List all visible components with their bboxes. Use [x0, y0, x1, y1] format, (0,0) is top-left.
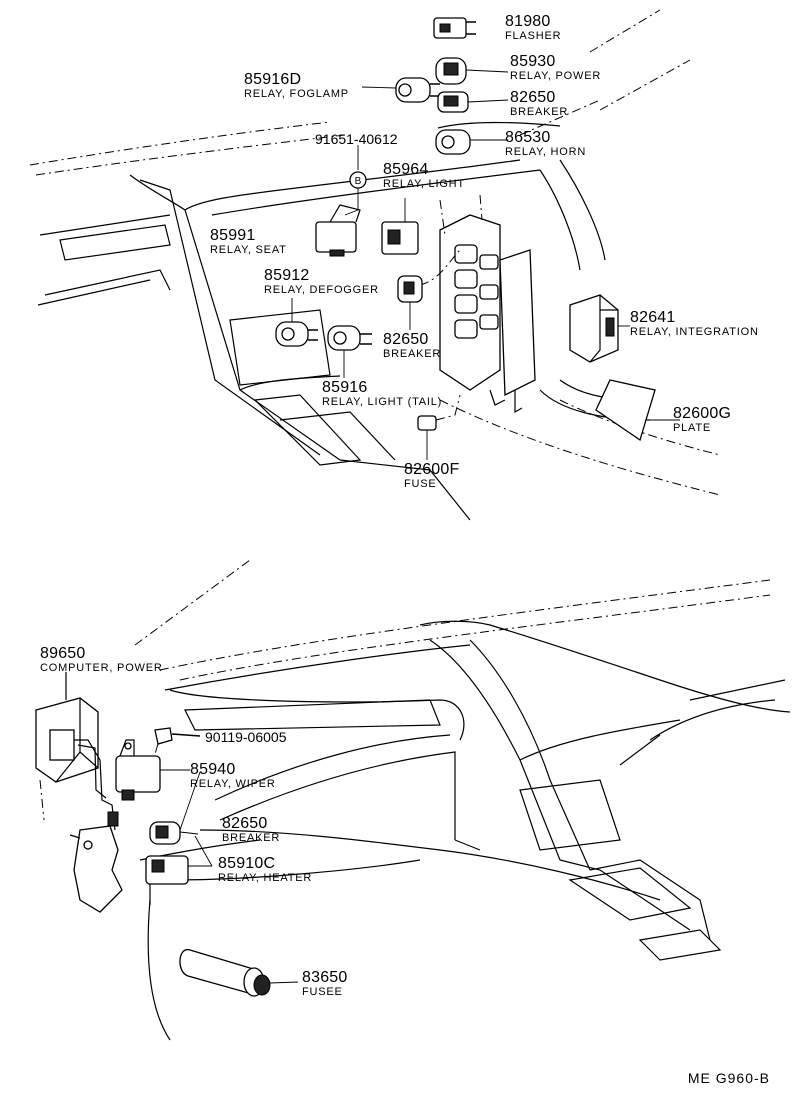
bolt-b-marker: B: [344, 145, 367, 216]
callout-screw: 90119-06005: [205, 729, 287, 745]
marker-b-label: B: [355, 176, 362, 187]
part-name: FUSE: [404, 478, 437, 490]
top-components: B: [275, 17, 680, 460]
relay-power-icon: [435, 57, 509, 85]
breaker-top-icon: [437, 91, 509, 113]
flasher-icon: [433, 17, 476, 39]
part-number: 85916: [322, 379, 368, 396]
part-name: RELAY, LIGHT: [383, 178, 465, 190]
relay-wiper-icon: [115, 739, 190, 801]
part-name: BREAKER: [510, 106, 569, 118]
callout-flasher: 81980 FLASHER: [505, 14, 561, 42]
part-name: FLASHER: [505, 30, 562, 42]
part-number: 86530: [505, 129, 551, 146]
callout-bolt-b: 91651-40612: [315, 131, 398, 147]
part-number: 85930: [510, 53, 556, 70]
relay-foglamp-icon: [361, 77, 440, 103]
part-number: 83650: [302, 969, 348, 986]
part-number: 82650: [383, 331, 429, 348]
callout-relay-light: 85964 RELAY, LIGHT: [383, 162, 465, 190]
part-name: RELAY, SEAT: [210, 244, 287, 256]
plate-icon: [595, 379, 680, 442]
part-name: RELAY, WIPER: [190, 778, 276, 790]
relay-seat-icon: [315, 204, 361, 257]
relay-integration-icon: [569, 294, 630, 363]
part-name: FUSEE: [302, 986, 343, 998]
fusee-icon: [179, 949, 299, 997]
part-number: 85912: [264, 267, 310, 284]
part-number: 85964: [383, 161, 429, 178]
part-name: BREAKER: [222, 832, 281, 844]
fuse-icon: [417, 394, 461, 460]
callout-relay-seat: 85991 RELAY, SEAT: [210, 228, 287, 256]
screw-icon: [149, 727, 201, 771]
part-name: RELAY, FOGLAMP: [244, 88, 349, 100]
callout-relay-foglamp: 85916D RELAY, FOGLAMP: [244, 72, 349, 100]
callout-fuse: 82600F FUSE: [404, 462, 459, 490]
part-number: 82600F: [404, 461, 460, 478]
diagram-code: ME G960-B: [687, 1070, 770, 1086]
part-number: 85940: [190, 761, 236, 778]
part-number: 85916D: [244, 71, 302, 88]
callout-relay-defogger: 85912 RELAY, DEFOGGER: [264, 268, 379, 296]
callout-computer-power: 89650 COMPUTER, POWER: [40, 646, 163, 674]
relay-horn-icon: [435, 121, 561, 155]
bracket-icon: [69, 825, 123, 913]
top-dashboard-outline: [29, 9, 721, 521]
computer-power-icon: [35, 672, 119, 831]
part-number: 85991: [210, 227, 256, 244]
callout-relay-horn: 86530 RELAY, HORN: [505, 130, 586, 158]
callout-relay-integration: 82641 RELAY, INTEGRATION: [630, 310, 759, 338]
part-number: 82641: [630, 309, 676, 326]
callout-breaker-bottom: 82650 BREAKER: [222, 816, 280, 844]
part-name: PLATE: [673, 422, 712, 434]
part-name: RELAY, POWER: [510, 70, 602, 82]
bottom-dashboard-outline: [134, 559, 791, 1041]
part-number: 81980: [505, 13, 551, 30]
part-number: 89650: [40, 645, 86, 662]
breaker-mid-icon: [397, 275, 423, 330]
callout-breaker-top: 82650 BREAKER: [510, 90, 568, 118]
relay-light-tail-icon: [327, 325, 372, 378]
relay-heater-icon: [145, 855, 212, 905]
bottom-components: [35, 672, 299, 997]
relay-defogger-icon: [275, 298, 318, 347]
callout-relay-wiper: 85940 RELAY, WIPER: [190, 762, 276, 790]
part-name: RELAY, DEFOGGER: [264, 284, 379, 296]
relay-light-icon: [381, 198, 419, 255]
callout-relay-power: 85930 RELAY, POWER: [510, 54, 601, 82]
breaker-bottom-icon: [149, 821, 199, 845]
part-number: 85910C: [218, 855, 276, 872]
callout-breaker-mid: 82650 BREAKER: [383, 332, 441, 360]
part-name: RELAY, LIGHT (TAIL): [322, 396, 443, 408]
callout-fusee: 83650 FUSEE: [302, 970, 348, 998]
callout-relay-light-tail: 85916 RELAY, LIGHT (TAIL): [322, 380, 442, 408]
callout-relay-heater: 85910C RELAY, HEATER: [218, 856, 312, 884]
callout-plate: 82600G PLATE: [673, 406, 731, 434]
part-number: 82650: [510, 89, 556, 106]
part-number: 82600G: [673, 405, 732, 422]
relay-block-icon: [419, 194, 536, 414]
part-name: RELAY, INTEGRATION: [630, 326, 759, 338]
part-name: RELAY, HORN: [505, 146, 587, 158]
part-name: COMPUTER, POWER: [40, 662, 163, 674]
part-number: 82650: [222, 815, 268, 832]
part-name: RELAY, HEATER: [218, 872, 313, 884]
part-name: BREAKER: [383, 348, 442, 360]
